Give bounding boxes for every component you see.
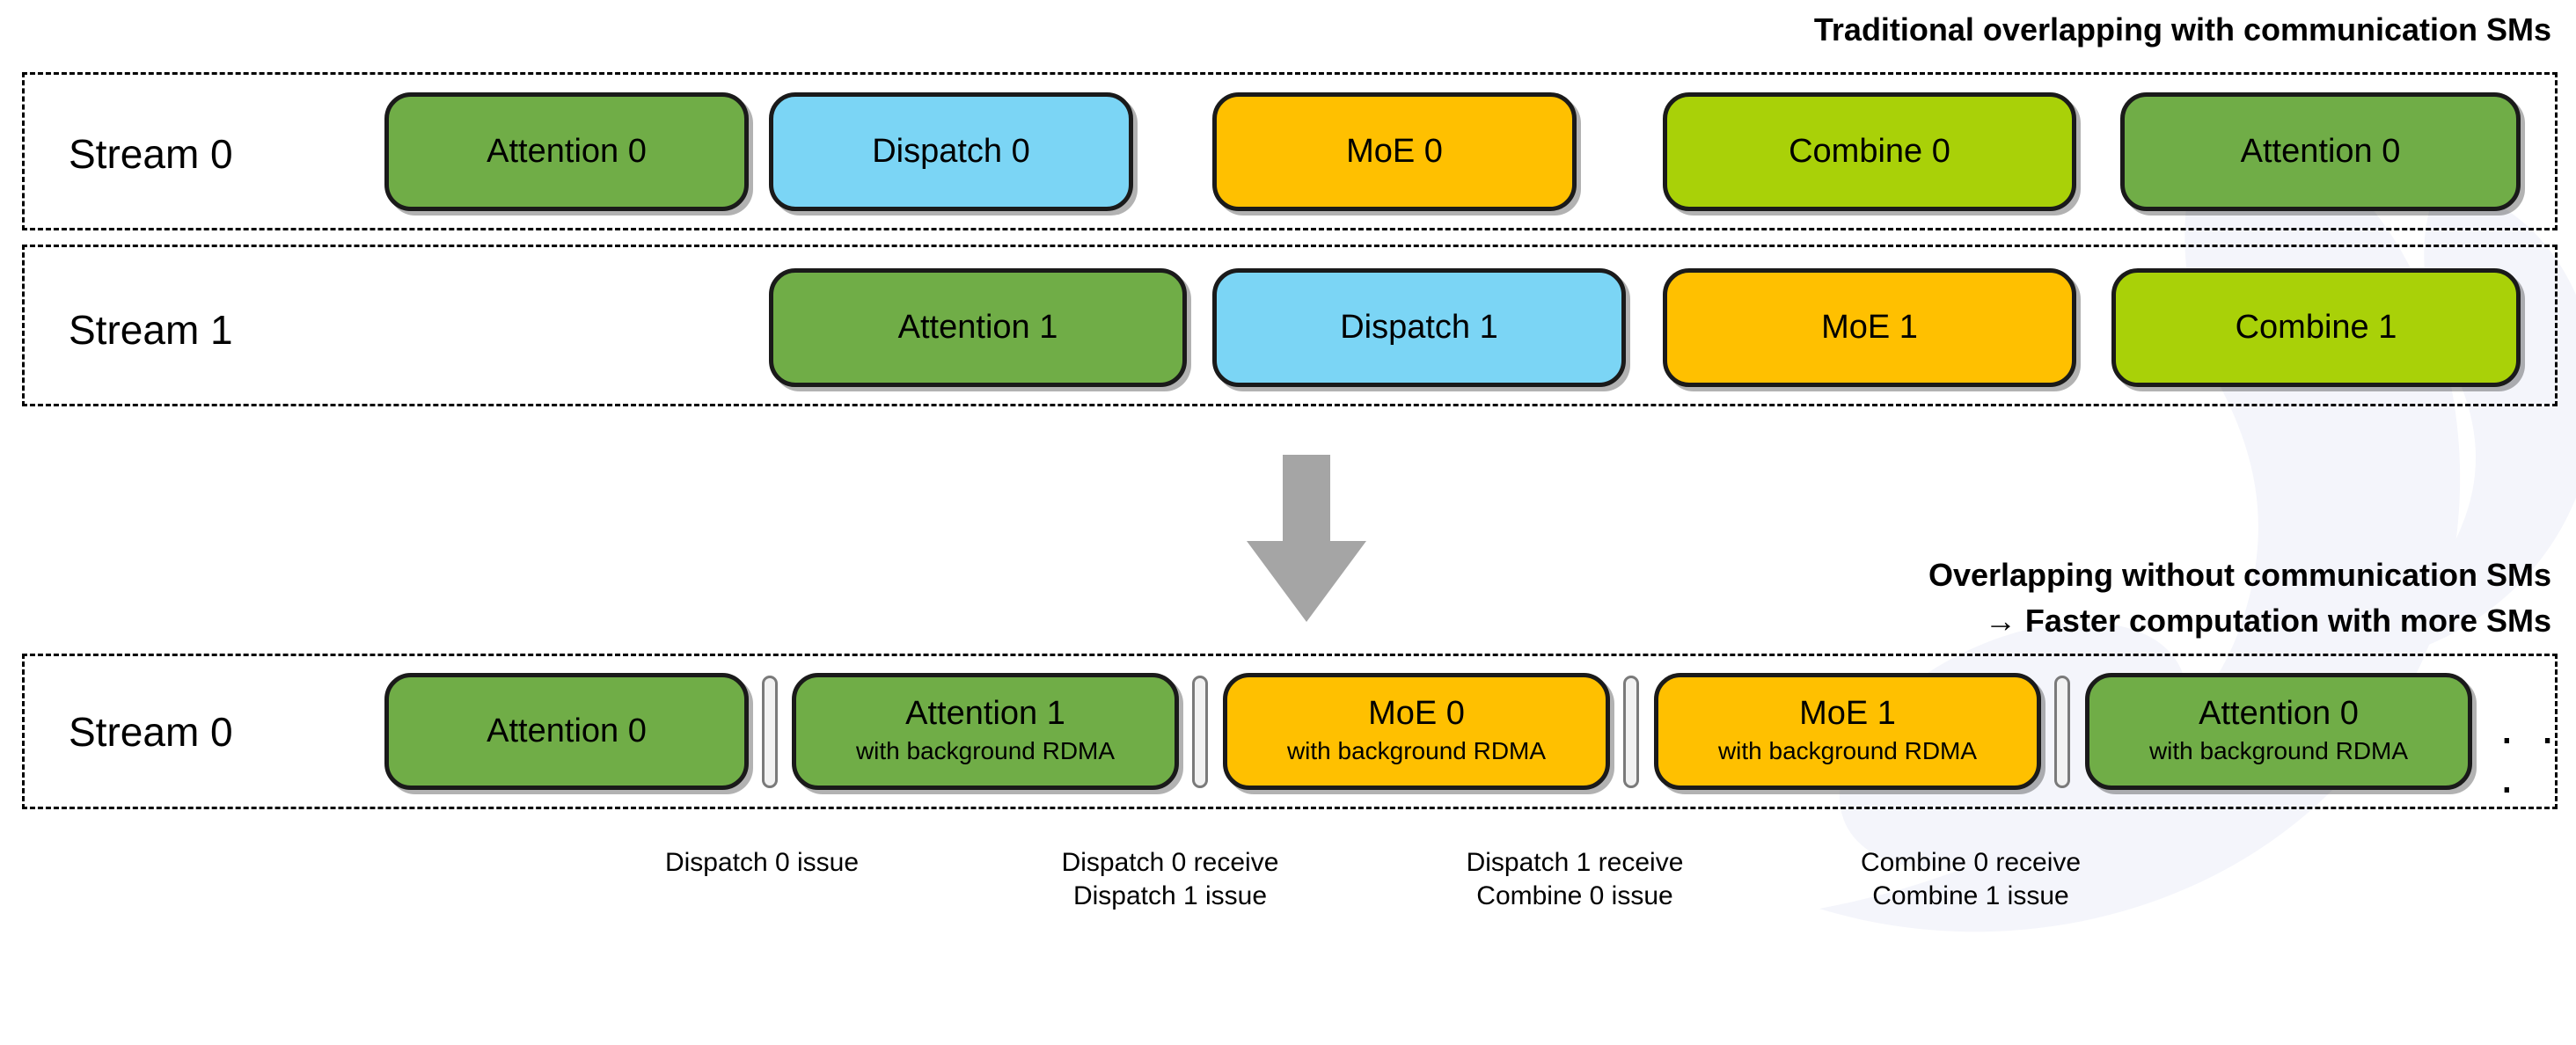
caption-line-2: Combine 0 issue	[1476, 881, 1673, 911]
caption-dispatch-1-receive: Dispatch 1 receive Combine 0 issue	[1467, 846, 1684, 914]
caption-line-1: Dispatch 0 issue	[664, 848, 860, 877]
task-title: Attention 0	[487, 712, 647, 749]
task-title: Attention 0	[487, 132, 647, 170]
task-attention-0-s0[interactable]: Attention 0	[384, 92, 749, 211]
caption-line-1: Dispatch 1 receive	[1466, 848, 1684, 877]
task-title: Attention 1	[905, 695, 1065, 733]
task-title: Combine 1	[2235, 308, 2397, 346]
stream-row-traditional-stream0	[22, 72, 2558, 230]
heading-improved-line1: Overlapping without communication SMs	[1928, 557, 2551, 593]
heading-improved-line2: → Faster computation with more SMs	[1984, 603, 2551, 639]
task-title: Dispatch 0	[872, 132, 1030, 170]
task-title: Attention 1	[897, 308, 1058, 346]
task-title: Attention 0	[2199, 695, 2359, 733]
task-attention-1-s1[interactable]: Attention 1	[769, 268, 1187, 387]
task-combine-1-s1[interactable]: Combine 1	[2111, 268, 2521, 387]
task-title: Attention 0	[2240, 132, 2401, 170]
task-combine-0-s0[interactable]: Combine 0	[1663, 92, 2076, 211]
boundary-divider-4	[2054, 676, 2070, 788]
stream-label-traditional-stream0: Stream 0	[69, 131, 233, 177]
stream-label-traditional-stream1: Stream 1	[69, 307, 233, 353]
task-moe-1-improved[interactable]: MoE 1 with background RDMA	[1654, 673, 2041, 790]
task-title: MoE 0	[1346, 132, 1443, 170]
task-attention-1-improved[interactable]: Attention 1 with background RDMA	[792, 673, 1179, 790]
caption-line-1: Dispatch 0 receive	[1061, 848, 1279, 877]
boundary-divider-2	[1192, 676, 1208, 788]
task-moe-0-improved[interactable]: MoE 0 with background RDMA	[1223, 673, 1610, 790]
caption-combine-0-receive: Combine 0 receive Combine 1 issue	[1861, 846, 2081, 914]
task-title: MoE 1	[1799, 695, 1896, 733]
task-title: MoE 0	[1368, 695, 1465, 733]
task-subtitle: with background RDMA	[855, 737, 1116, 765]
task-subtitle: with background RDMA	[1717, 737, 1978, 765]
task-title: MoE 1	[1821, 308, 1918, 346]
task-moe-1-s1[interactable]: MoE 1	[1663, 268, 2076, 387]
task-attention-0b-s0[interactable]: Attention 0	[2120, 92, 2521, 211]
task-dispatch-0-s0[interactable]: Dispatch 0	[769, 92, 1133, 211]
task-title: Dispatch 1	[1340, 308, 1498, 346]
caption-dispatch-0-issue: Dispatch 0 issue	[665, 846, 859, 880]
stream-label-improved-stream0: Stream 0	[69, 709, 233, 755]
down-arrow-icon	[1247, 455, 1366, 622]
stream-row-improved-stream0	[22, 654, 2558, 809]
task-attention-0b-improved[interactable]: Attention 0 with background RDMA	[2085, 673, 2472, 790]
boundary-divider-1	[762, 676, 778, 788]
task-subtitle: with background RDMA	[2148, 737, 2409, 765]
ellipsis-more-indicator: · · ·	[2499, 709, 2561, 814]
task-attention-0-improved[interactable]: Attention 0	[384, 673, 749, 790]
caption-line-2: Combine 1 issue	[1872, 881, 2069, 911]
task-dispatch-1-s1[interactable]: Dispatch 1	[1212, 268, 1626, 387]
task-subtitle: with background RDMA	[1286, 737, 1547, 765]
caption-line-1: Combine 0 receive	[1860, 848, 2082, 877]
boundary-divider-3	[1623, 676, 1639, 788]
caption-line-2: Dispatch 1 issue	[1072, 881, 1268, 911]
task-title: Combine 0	[1789, 132, 1950, 170]
task-moe-0-s0[interactable]: MoE 0	[1212, 92, 1577, 211]
heading-traditional: Traditional overlapping with communicati…	[1813, 11, 2551, 48]
caption-dispatch-0-receive: Dispatch 0 receive Dispatch 1 issue	[1062, 846, 1279, 914]
